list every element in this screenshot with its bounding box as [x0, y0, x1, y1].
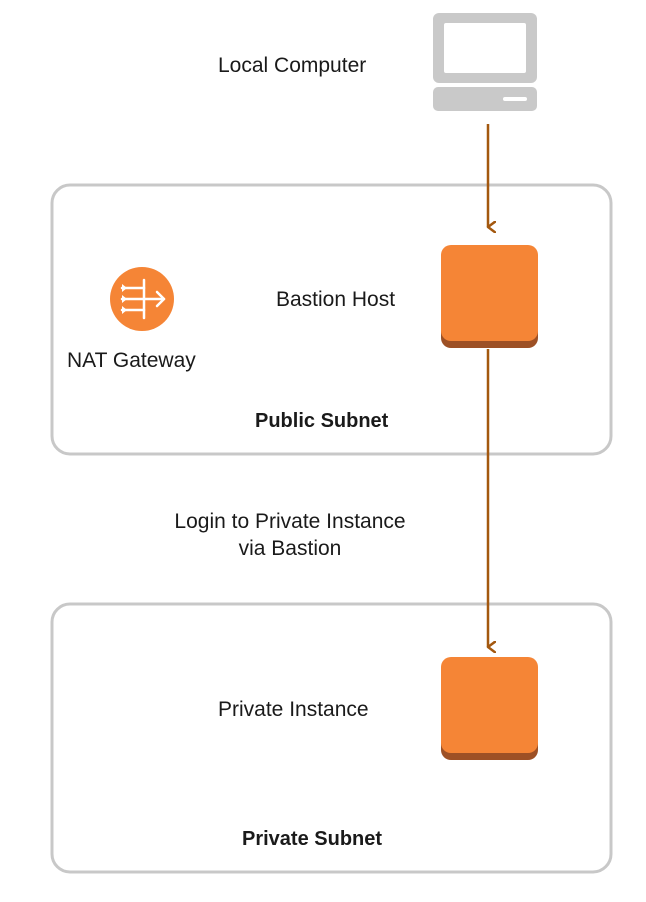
ec2-instance-icon [441, 657, 538, 760]
nat-gateway-label: NAT Gateway [67, 349, 196, 372]
public-subnet-label: Public Subnet [255, 410, 389, 432]
nat-gateway-icon [110, 267, 174, 331]
bastion-host-label: Bastion Host [276, 288, 396, 311]
private-instance-label: Private Instance [218, 698, 369, 721]
desktop-computer-icon [433, 13, 537, 111]
private-subnet-label: Private Subnet [242, 828, 383, 850]
local-computer-label: Local Computer [218, 54, 367, 77]
edge-label-line2: via Bastion [238, 537, 342, 560]
ec2-instance-icon [441, 245, 538, 348]
edge-label-line1: Login to Private Instance [174, 510, 406, 533]
